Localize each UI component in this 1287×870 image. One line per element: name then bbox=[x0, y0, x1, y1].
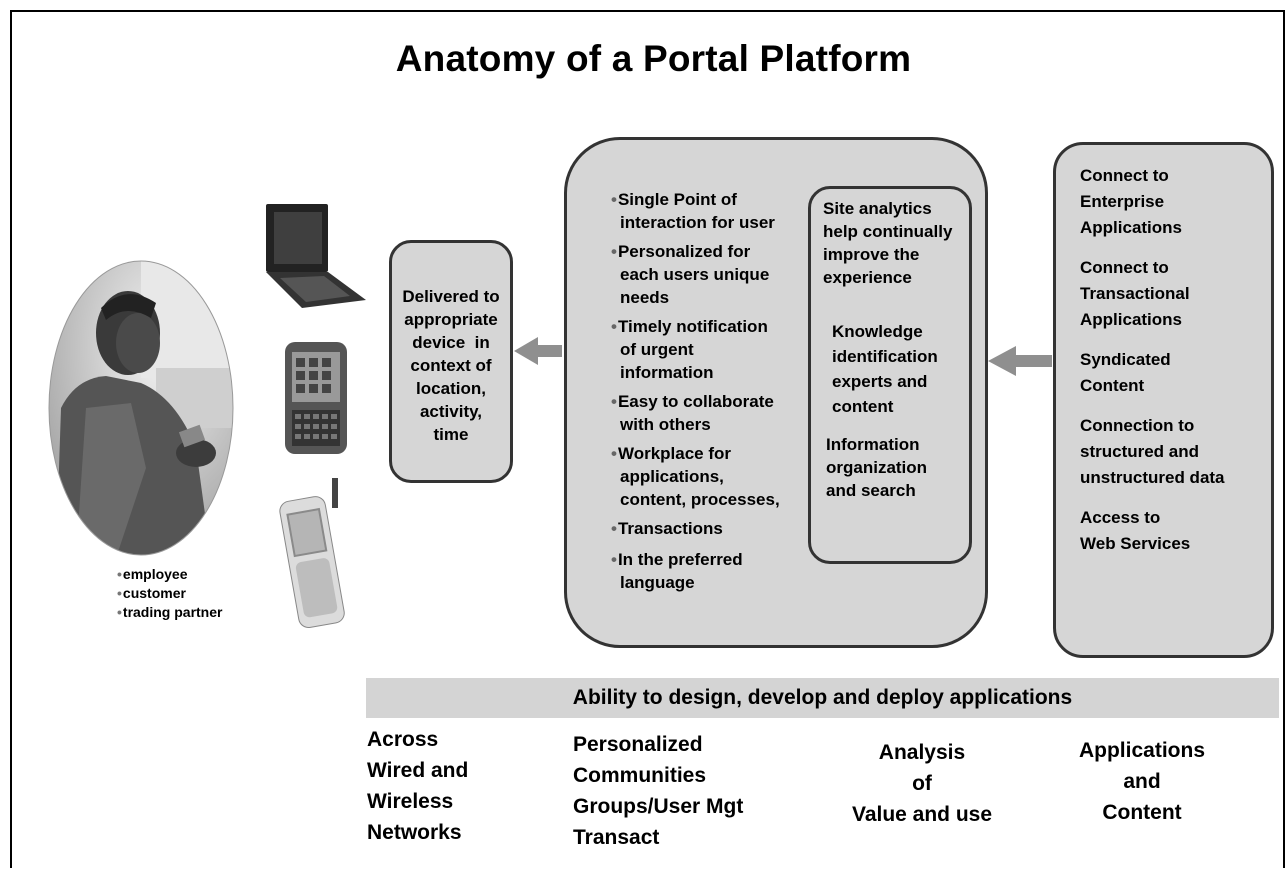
feature-line: interaction for user bbox=[620, 213, 775, 232]
footer-line: and bbox=[1123, 770, 1161, 793]
analytics-line: help continually bbox=[823, 222, 953, 241]
connection-item: Connect to Transactional Applications bbox=[1080, 255, 1275, 333]
footer-line: Value and use bbox=[851, 803, 993, 826]
connection-line: Web Services bbox=[1080, 534, 1191, 553]
delivery-line: context of bbox=[410, 356, 492, 375]
feature-item: Workplace for applications, content, pro… bbox=[611, 442, 811, 511]
footer-col-analysis: Analysis of Value and use bbox=[832, 737, 1012, 830]
analytics-line: and search bbox=[826, 481, 916, 500]
delivery-line: location, bbox=[416, 379, 486, 398]
page-title: Anatomy of a Portal Platform bbox=[395, 38, 912, 79]
footer-line: Communities bbox=[573, 764, 707, 787]
connection-line: Connect to bbox=[1080, 166, 1169, 185]
feature-item: Transactions bbox=[611, 517, 811, 540]
delivery-text: Delivered to appropriate device in conte… bbox=[392, 285, 510, 446]
connection-item: Connection to structured and unstructure… bbox=[1080, 413, 1275, 491]
connection-line: Content bbox=[1080, 376, 1145, 395]
slide-frame bbox=[10, 10, 1285, 868]
delivery-line: time bbox=[433, 425, 469, 444]
knowledge-text: Knowledge identification experts and con… bbox=[832, 319, 972, 419]
list-item: trading partner bbox=[117, 603, 223, 622]
footer-line: Networks bbox=[367, 821, 462, 844]
feature-line: needs bbox=[620, 288, 670, 307]
footer-line: Wired and bbox=[367, 759, 469, 782]
connections-list: Connect to Enterprise Applications Conne… bbox=[1080, 163, 1275, 557]
user-types-list: employee customer trading partner bbox=[117, 565, 223, 622]
analytics-box: Site analytics help continually improve … bbox=[808, 186, 972, 564]
feature-line: information bbox=[620, 363, 714, 382]
feature-line: Personalized for bbox=[611, 240, 811, 263]
analytics-line: Information bbox=[826, 435, 920, 454]
feature-item: Timely notification of urgent informatio… bbox=[611, 315, 811, 384]
footer-col-communities: Personalized Communities Groups/User Mgt… bbox=[573, 729, 743, 853]
feature-line: Easy to collaborate bbox=[611, 390, 811, 413]
analytics-line: experience bbox=[823, 268, 912, 287]
connection-line: Syndicated bbox=[1080, 350, 1171, 369]
list-item: employee bbox=[117, 565, 222, 584]
feature-line: with others bbox=[620, 415, 711, 434]
delivery-line: activity, bbox=[419, 402, 483, 421]
footer-line: Transact bbox=[573, 826, 660, 849]
connection-line: unstructured data bbox=[1080, 468, 1225, 487]
feature-line: language bbox=[620, 573, 695, 592]
delivery-line: Delivered to bbox=[402, 287, 500, 306]
connection-line: Applications bbox=[1080, 218, 1183, 237]
connection-line: Enterprise bbox=[1080, 192, 1165, 211]
footer-line: Analysis bbox=[878, 741, 966, 764]
feature-line: Single Point of bbox=[611, 188, 811, 211]
connections-box: Connect to Enterprise Applications Conne… bbox=[1053, 142, 1274, 658]
feature-line: each users unique bbox=[620, 265, 770, 284]
pda-icon bbox=[285, 342, 347, 454]
footer-line: Groups/User Mgt bbox=[573, 795, 744, 818]
footer-line: Content bbox=[1102, 801, 1182, 824]
feature-item: In the preferred language bbox=[611, 548, 811, 594]
connection-line: Applications bbox=[1080, 310, 1183, 329]
person-photo bbox=[48, 260, 234, 556]
analytics-line: organization bbox=[826, 458, 928, 477]
list-item: customer bbox=[117, 584, 222, 603]
feature-line: Transactions bbox=[611, 517, 811, 540]
connection-line: Connect to bbox=[1080, 258, 1169, 277]
mobile-phone-icon bbox=[279, 478, 345, 629]
ability-bar: Ability to design, develop and deploy ap… bbox=[366, 678, 1279, 718]
connection-line: structured and bbox=[1080, 442, 1200, 461]
left-arrow-icon bbox=[988, 346, 1052, 376]
footer-line: Personalized bbox=[573, 733, 703, 756]
feature-item: Easy to collaborate with others bbox=[611, 390, 811, 436]
connection-line: Transactional bbox=[1080, 284, 1190, 303]
connection-item: Syndicated Content bbox=[1080, 347, 1275, 399]
analytics-line: identification bbox=[832, 347, 938, 366]
analytics-line: Knowledge bbox=[832, 322, 923, 341]
analytics-line: Site analytics bbox=[823, 199, 932, 218]
connection-item: Access to Web Services bbox=[1080, 505, 1275, 557]
delivery-box: Delivered to appropriate device in conte… bbox=[389, 240, 513, 483]
footer-line: Wireless bbox=[367, 790, 454, 813]
feature-line: Timely notification bbox=[611, 315, 811, 338]
footer-col-networks: Across Wired and Wireless Networks bbox=[367, 724, 468, 848]
features-list: Single Point of interaction for user Per… bbox=[611, 188, 811, 594]
connection-item: Connect to Enterprise Applications bbox=[1080, 163, 1275, 241]
feature-line: Workplace for bbox=[611, 442, 811, 465]
feature-line: In the preferred bbox=[611, 548, 811, 571]
analytics-line: content bbox=[832, 397, 894, 416]
feature-line: content, processes, bbox=[620, 490, 780, 509]
site-analytics-text: Site analytics help continually improve … bbox=[823, 197, 983, 289]
analytics-line: experts and bbox=[832, 372, 928, 391]
feature-item: Personalized for each users unique needs bbox=[611, 240, 811, 309]
feature-line: of urgent bbox=[620, 340, 694, 359]
footer-line: Applications bbox=[1078, 739, 1205, 762]
footer-line: Across bbox=[367, 728, 439, 751]
laptop-icon bbox=[266, 204, 366, 308]
analytics-line: improve the bbox=[823, 245, 920, 264]
feature-line: applications, bbox=[620, 467, 724, 486]
delivery-line: device in bbox=[412, 333, 490, 352]
connection-line: Connection to bbox=[1080, 416, 1195, 435]
information-text: Information organization and search bbox=[826, 433, 966, 502]
connection-line: Access to bbox=[1080, 508, 1161, 527]
footer-col-applications: Applications and Content bbox=[1058, 735, 1226, 828]
feature-item: Single Point of interaction for user bbox=[611, 188, 811, 234]
left-arrow-icon bbox=[514, 337, 562, 365]
footer-line: of bbox=[912, 772, 932, 795]
delivery-line: appropriate bbox=[404, 310, 498, 329]
